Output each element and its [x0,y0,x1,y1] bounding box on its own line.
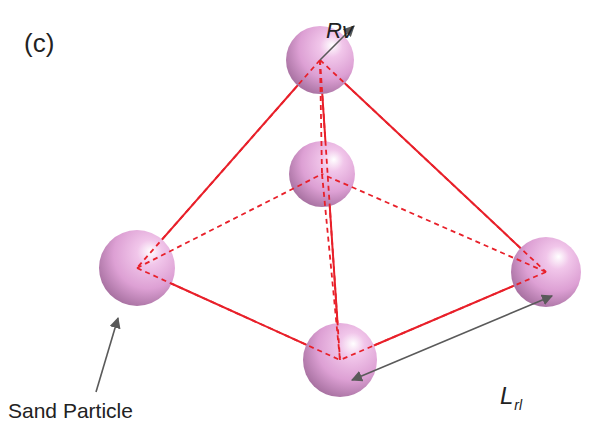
dashed-edge [137,268,340,360]
dashed-edge [340,272,546,360]
dashed-edge [320,60,322,174]
length-dimension [352,296,552,380]
radius-symbol: Rv [326,20,353,42]
dashed-edge [320,60,340,360]
length-symbol: L [500,384,513,408]
callout-label: Sand Particle [8,400,133,421]
panel-letter: (c) [24,30,54,56]
dashed-edge [137,60,320,268]
dashed-edge [322,174,340,360]
octahedron-edges [137,60,546,360]
octahedron-edge [320,60,340,360]
leader-arrows [96,26,552,392]
sand-particles [99,26,581,397]
dashed-edge [322,174,546,272]
dashed-edge [320,60,546,272]
callout-arrow [96,318,118,392]
length-subscript: rl [514,398,522,412]
hidden-edge-dashes [137,60,546,360]
dashed-edge [137,174,322,268]
